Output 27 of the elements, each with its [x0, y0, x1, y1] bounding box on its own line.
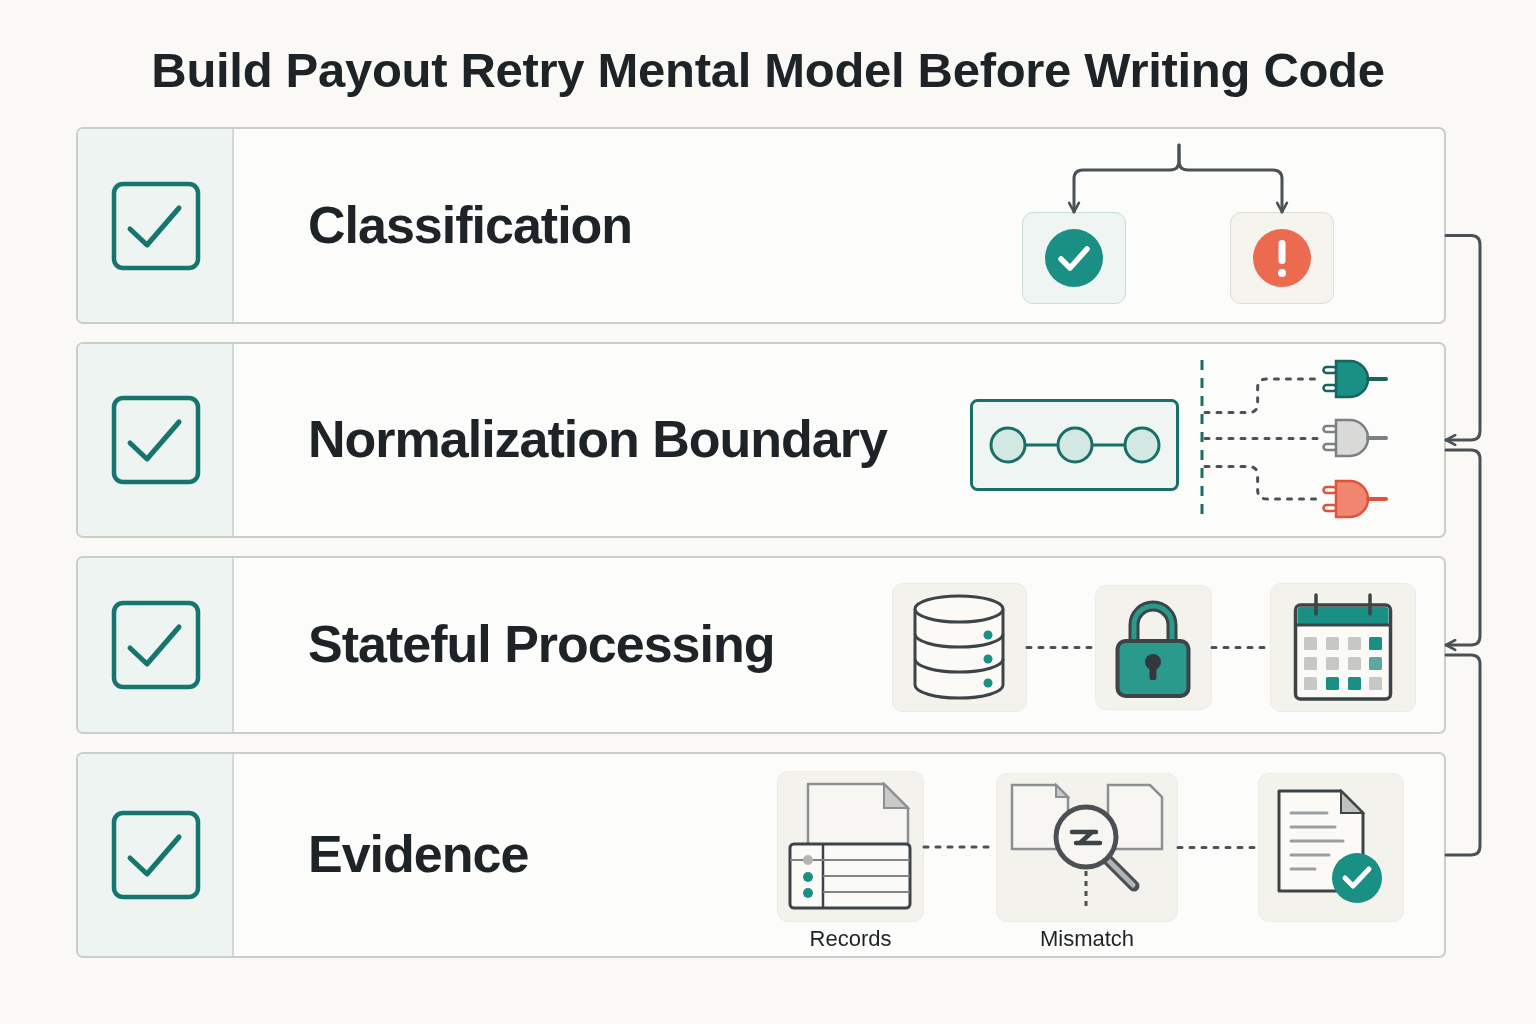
tile-caption: Records: [809, 927, 892, 952]
icon-tile: [1095, 585, 1212, 710]
plug-icon: [1322, 418, 1388, 458]
stage-title: Stateful Processing: [308, 616, 775, 674]
icon-tile: [892, 583, 1027, 712]
stage-title: Classification: [308, 196, 633, 255]
icon-tile: [996, 773, 1178, 922]
icon-tile: [1022, 212, 1126, 304]
stage-card: [76, 556, 1446, 734]
icon-tile: [1270, 583, 1416, 712]
plug-icon: [1322, 359, 1388, 399]
arrow: [1177, 143, 1289, 214]
diagram-title: Build Payout Retry Mental Model Before Writing Code: [151, 42, 1385, 99]
linked-circles-drawing: [970, 399, 1179, 491]
icon-tile: [1258, 773, 1404, 922]
tile-caption: Mismatch: [1039, 927, 1135, 952]
stage-title: Normalization Boundary: [308, 411, 887, 469]
plug-icon: [1322, 479, 1388, 519]
stage-title: Evidence: [308, 826, 529, 884]
icon-tile: [1230, 212, 1334, 304]
icon-tile: [777, 771, 924, 922]
stage-card: [76, 342, 1446, 538]
connector-line: [1444, 653, 1482, 857]
arrow: [1444, 448, 1482, 652]
arrow: [1444, 234, 1482, 447]
stage-card: [76, 127, 1446, 324]
stage-card: [76, 752, 1446, 958]
